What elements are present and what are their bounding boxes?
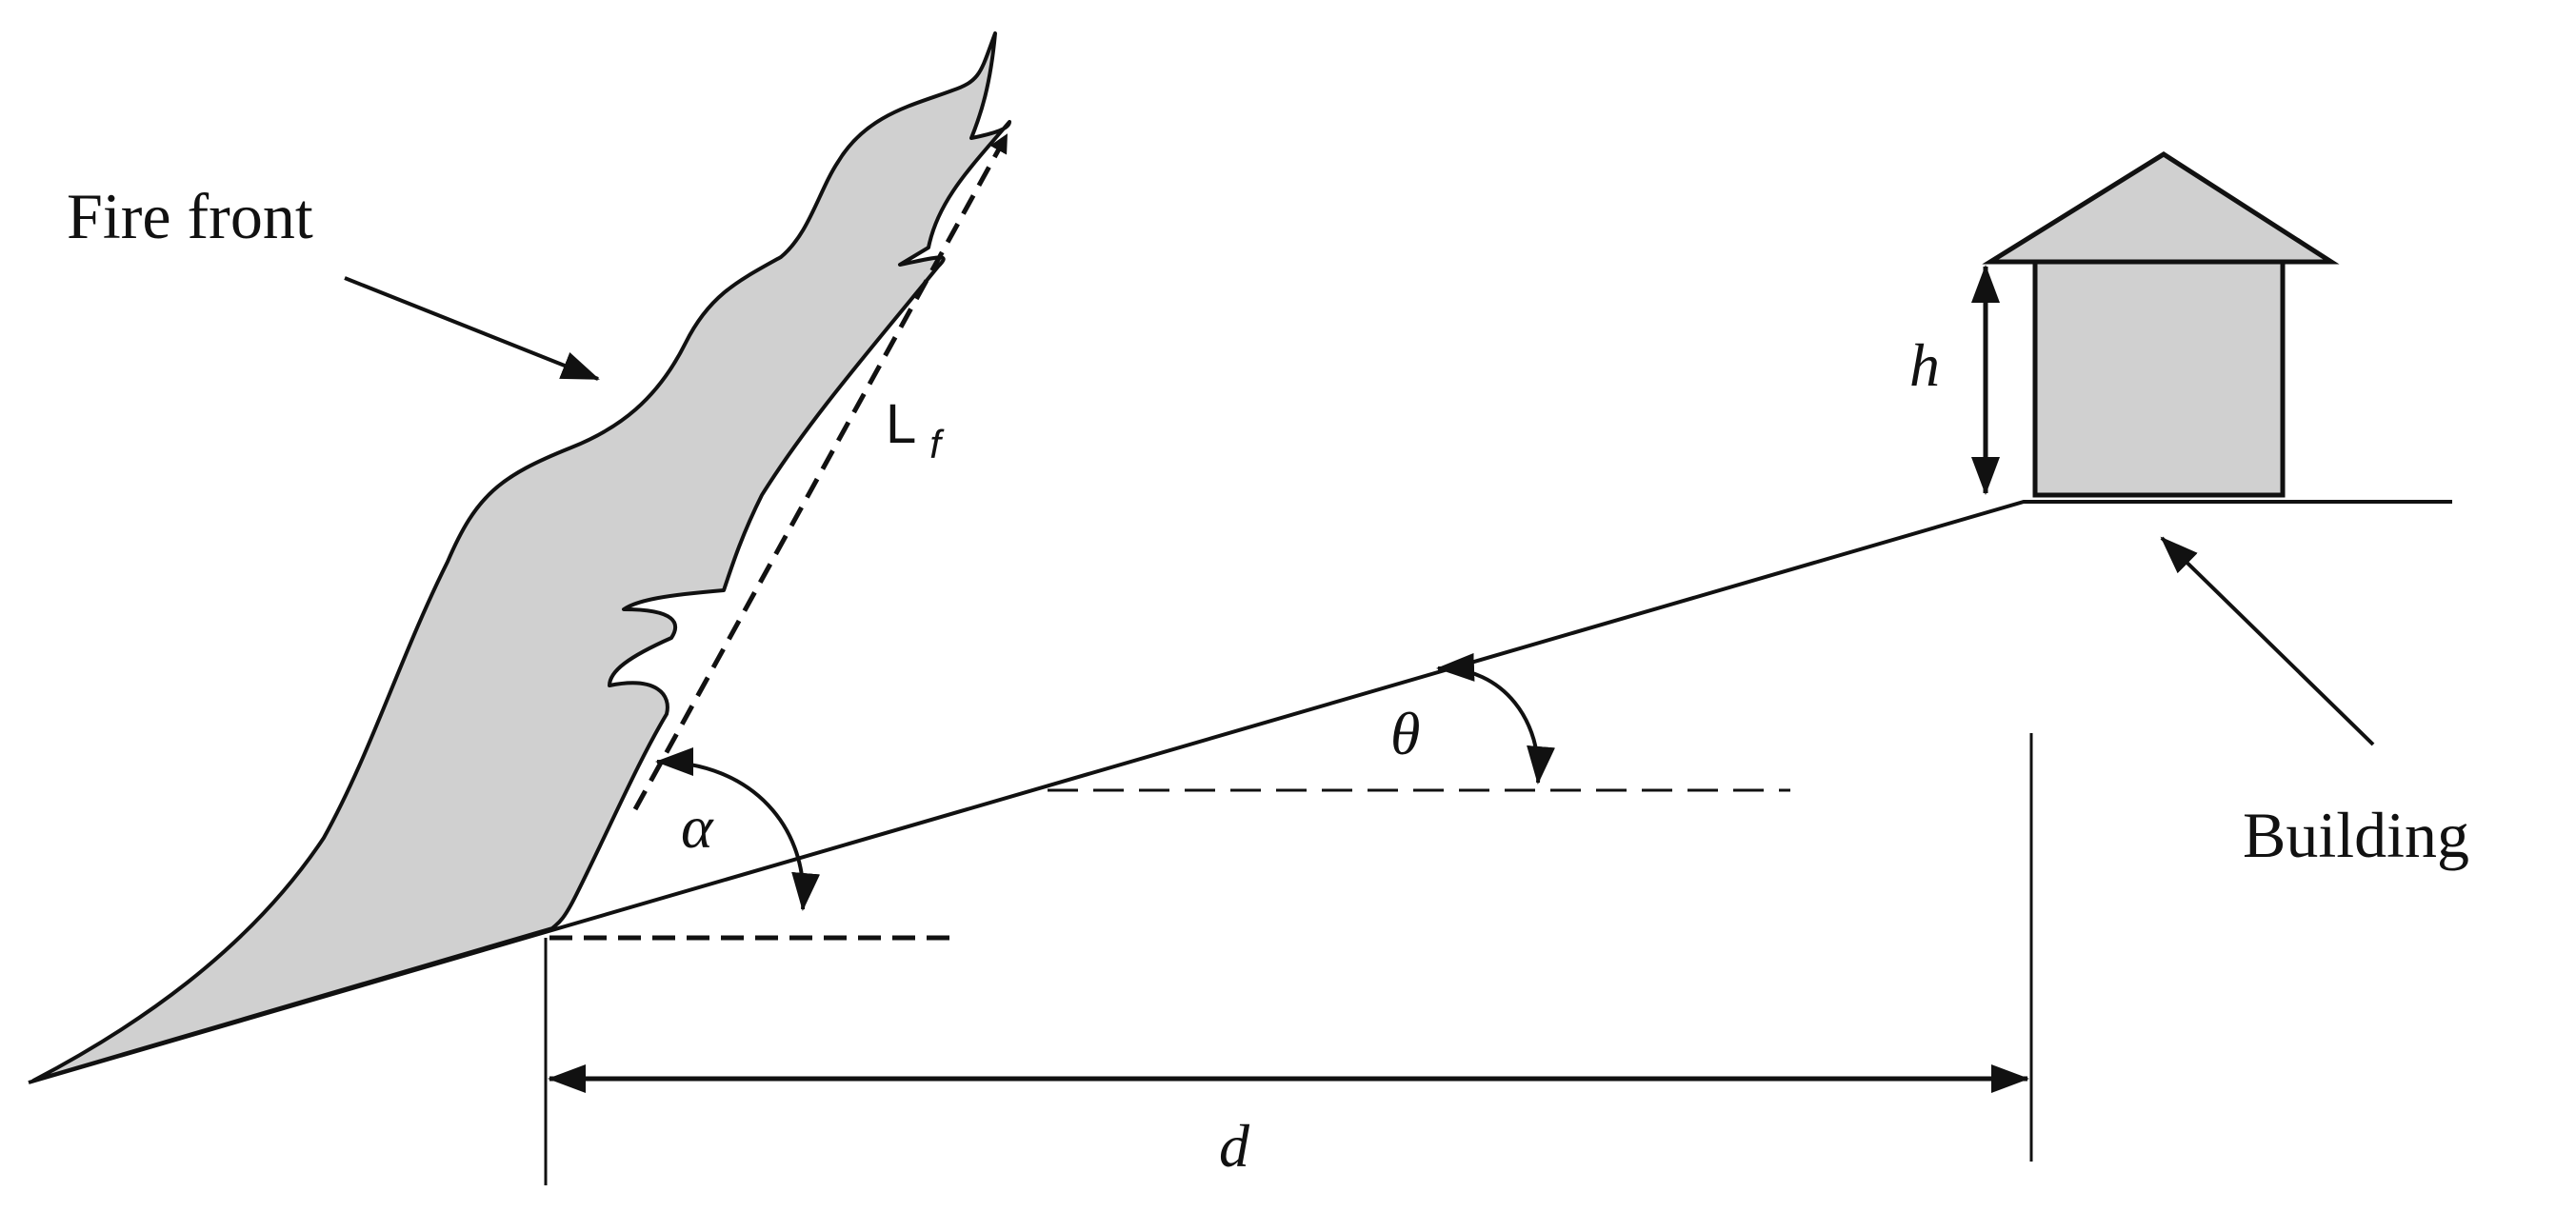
flame-angle-label: α bbox=[681, 793, 714, 861]
slope-angle-label: θ bbox=[1390, 700, 1420, 767]
flame-length-label: L f bbox=[886, 393, 945, 467]
building-roof bbox=[1982, 151, 2340, 265]
flame-angle-arc bbox=[655, 747, 821, 911]
flame-length-subscript: f bbox=[929, 422, 945, 467]
slope-angle-arc bbox=[1436, 652, 1555, 785]
building-body bbox=[2032, 259, 2286, 498]
flame-length-symbol: L bbox=[886, 393, 915, 455]
fire-front-flame bbox=[31, 31, 1011, 1083]
distance-label: d bbox=[1219, 1112, 1250, 1180]
building-pointer bbox=[2160, 536, 2375, 746]
building bbox=[1982, 151, 2340, 498]
building-height-label: h bbox=[1909, 331, 1940, 399]
fire-front-pointer bbox=[344, 276, 600, 381]
building-label: Building bbox=[2243, 799, 2469, 871]
fire-front-label: Fire front bbox=[67, 180, 313, 252]
